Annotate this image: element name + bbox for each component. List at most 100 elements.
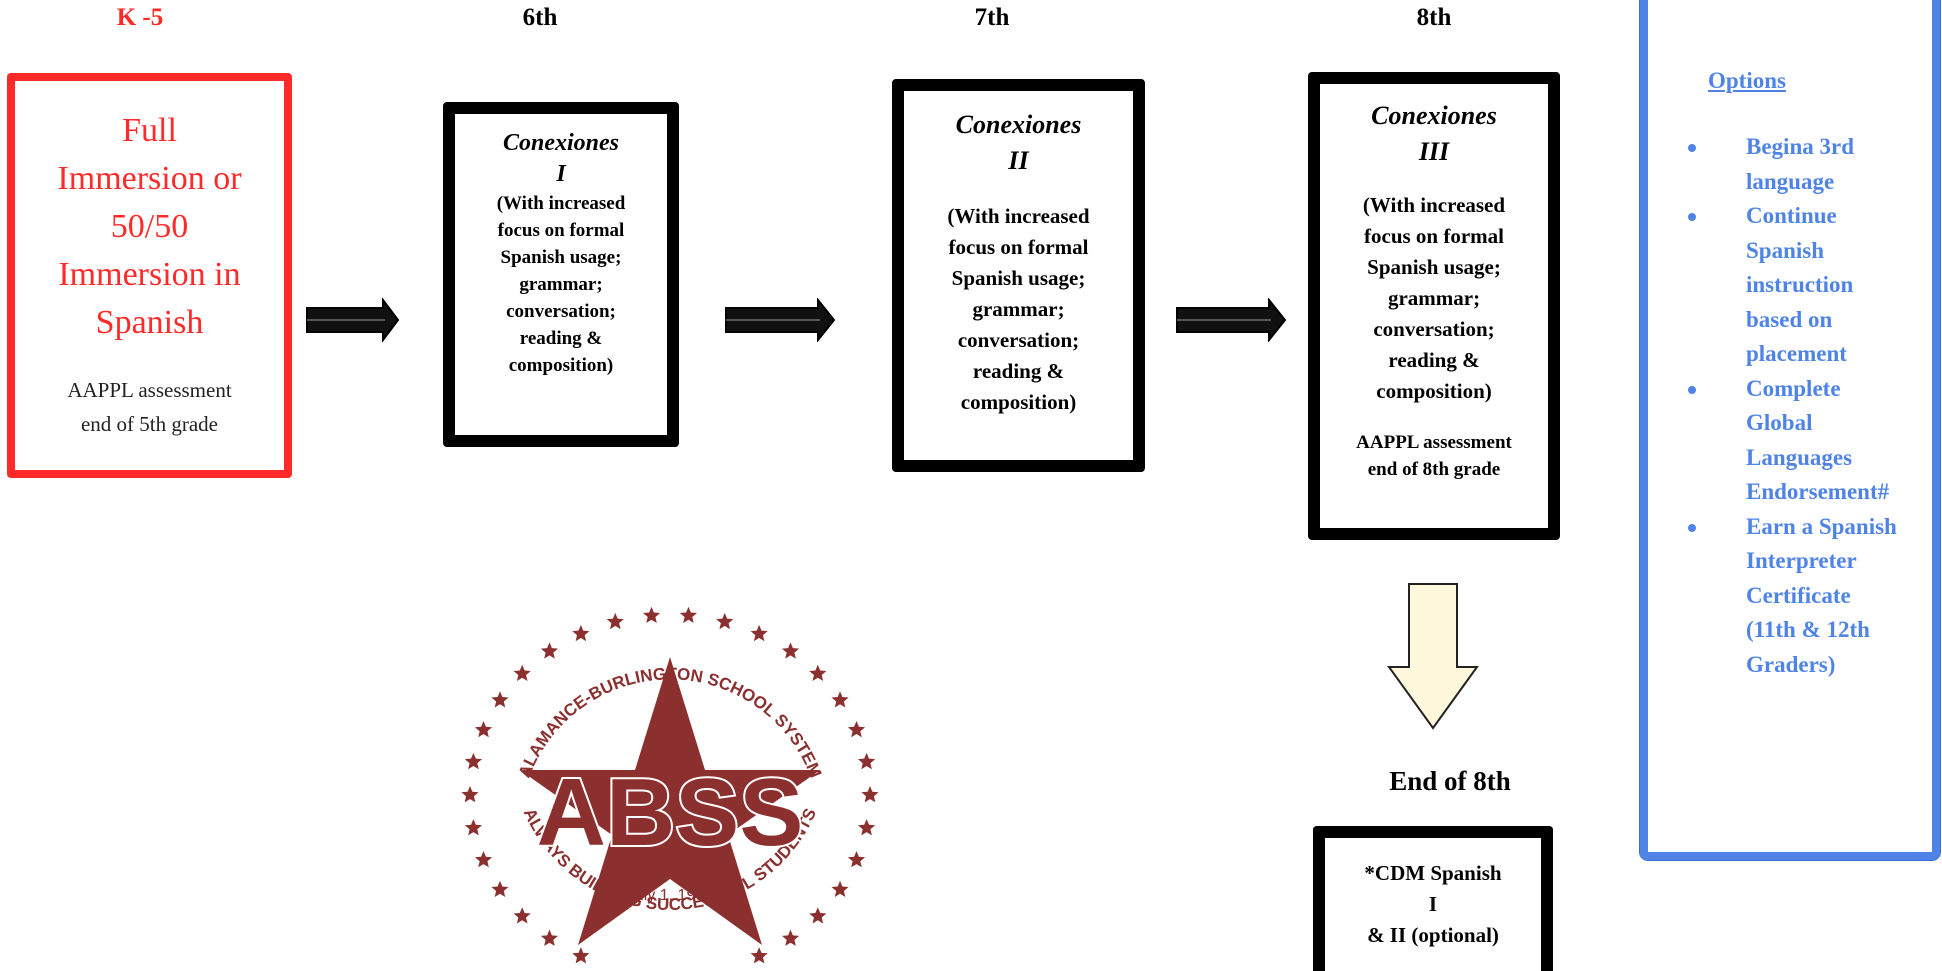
star-icon: [782, 642, 800, 659]
star-icon: [861, 786, 879, 803]
star-icon: [474, 851, 493, 868]
star-icon: [572, 624, 590, 642]
star-icon: [847, 721, 866, 738]
course-title-line: I: [556, 161, 566, 187]
cdm-line: & II (optional): [1367, 923, 1499, 947]
option-line: Global: [1746, 410, 1813, 435]
option-line: (11th & 12th: [1746, 617, 1870, 642]
option-line: placement: [1746, 341, 1847, 366]
course-description: (With increased focus on formal Spanish …: [455, 190, 667, 379]
assessment-line: end of 8th grade: [1367, 459, 1501, 480]
cdm-line: *CDM Spanish: [1364, 861, 1502, 885]
star-icon: [809, 664, 827, 681]
cdm-line: I: [1428, 892, 1438, 916]
conexiones-1-box: Conexiones I (With increased focus on fo…: [443, 102, 679, 447]
course-title: Conexiones II: [904, 107, 1133, 179]
star-icon: [461, 786, 479, 803]
cdm-spanish-box: *CDM Spanish I & II (optional): [1313, 826, 1553, 971]
cdm-text: *CDM Spanish I & II (optional): [1325, 858, 1541, 951]
option-line: Certificate: [1746, 582, 1851, 608]
course-title: Conexiones I: [455, 128, 667, 190]
star-icon: [831, 880, 849, 897]
option-line: Continue: [1746, 203, 1837, 228]
option-line: Endorsement#: [1746, 479, 1890, 504]
star-icon: [809, 907, 827, 924]
option-line: Earn a Spanish: [1746, 513, 1897, 539]
k5-program-text: Full Immersion or 50/50 Immersion in Spa…: [15, 107, 284, 347]
end-of-8th-label: End of 8th: [1389, 766, 1511, 796]
desc-line: grammar;: [972, 297, 1065, 321]
option-line: instruction: [1746, 272, 1854, 297]
grade-heading-k5: K -5: [116, 4, 164, 31]
k5-assessment-text: AAPPL assessment end of 5th grade: [15, 373, 284, 441]
star-icon: [606, 612, 624, 630]
star-icon: [540, 929, 558, 946]
k5-line: Full: [122, 112, 177, 149]
star-icon: [572, 947, 590, 964]
grade-heading-7th: 7th: [974, 4, 1010, 31]
star-icon: [491, 691, 509, 708]
options-title: Options: [1708, 68, 1786, 93]
star-icon: [831, 691, 849, 708]
k5-line: Immersion in: [58, 256, 241, 293]
desc-line: Spanish usage;: [951, 266, 1086, 290]
options-panel: Options Begina 3rd language Continue Spa…: [1640, 0, 1940, 860]
option-line: Interpreter: [1746, 548, 1857, 573]
down-arrow-icon: [1387, 583, 1479, 730]
star-icon: [474, 721, 493, 738]
course-title-line: Conexiones: [955, 110, 1082, 139]
star-icon: [513, 907, 531, 924]
option-item: Continue Spanish instruction based on pl…: [1678, 199, 1942, 372]
star-icon: [847, 851, 866, 868]
option-line: language: [1746, 168, 1835, 194]
star-icon: [491, 880, 509, 897]
course-title: Conexiones III: [1320, 98, 1548, 170]
desc-line: conversation;: [1373, 317, 1495, 341]
option-line: Begina 3rd: [1746, 134, 1854, 159]
desc-line: Spanish usage;: [500, 247, 622, 268]
k5-assessment-line: AAPPL assessment: [67, 378, 232, 402]
desc-line: grammar;: [1387, 286, 1481, 310]
desc-line: reading &: [519, 328, 603, 349]
k5-line: 50/50: [110, 208, 189, 245]
logo-date: July 1, 1996: [627, 887, 713, 904]
star-icon: [464, 752, 482, 770]
option-line: based on: [1746, 306, 1833, 332]
assessment-line: AAPPL assessment: [1356, 432, 1512, 453]
right-arrow-icon: [1176, 298, 1287, 342]
desc-line: focus on formal: [1364, 224, 1504, 248]
desc-line: focus on formal: [948, 235, 1089, 259]
option-line: Spanish: [1746, 237, 1825, 263]
grade-heading-8th: 8th: [1416, 4, 1452, 31]
star-ring: [461, 606, 879, 964]
logo-initials: ABSS: [537, 759, 804, 866]
desc-line: composition): [960, 390, 1077, 414]
desc-line: focus on formal: [497, 220, 625, 241]
star-icon: [520, 657, 820, 945]
bullet-icon: [1688, 213, 1696, 221]
desc-line: reading &: [1388, 348, 1480, 372]
option-line: Graders): [1746, 651, 1836, 677]
right-arrow-icon: [306, 298, 400, 342]
option-item: Begina 3rd language: [1678, 130, 1942, 199]
desc-line: (With increased: [496, 193, 626, 214]
option-item: Complete Global Languages Endorsement#: [1678, 372, 1942, 510]
star-icon: [643, 606, 661, 623]
course-title-line: Conexiones: [502, 130, 619, 156]
option-item: Earn a Spanish Interpreter Certificate (…: [1678, 510, 1942, 683]
abss-logo: ALAMANCE-BURLINGTON SCHOOL SYSTEM ALWAYS…: [461, 606, 879, 964]
desc-line: (With increased: [1362, 193, 1506, 217]
course-description: (With increased focus on formal Spanish …: [1320, 190, 1548, 407]
desc-line: Spanish usage;: [1367, 255, 1501, 279]
right-arrow-icon: [725, 298, 836, 342]
star-icon: [464, 819, 482, 836]
star-icon: [679, 606, 697, 623]
desc-line: (With increased: [947, 204, 1090, 228]
course-title-line: II: [1008, 146, 1029, 175]
desc-line: conversation;: [506, 301, 616, 322]
star-icon: [716, 612, 734, 630]
options-list: Begina 3rd language Continue Spanish ins…: [1678, 130, 1942, 682]
desc-line: grammar;: [519, 274, 603, 295]
course-title-line: Conexiones: [1371, 101, 1497, 130]
star-icon: [540, 642, 558, 659]
